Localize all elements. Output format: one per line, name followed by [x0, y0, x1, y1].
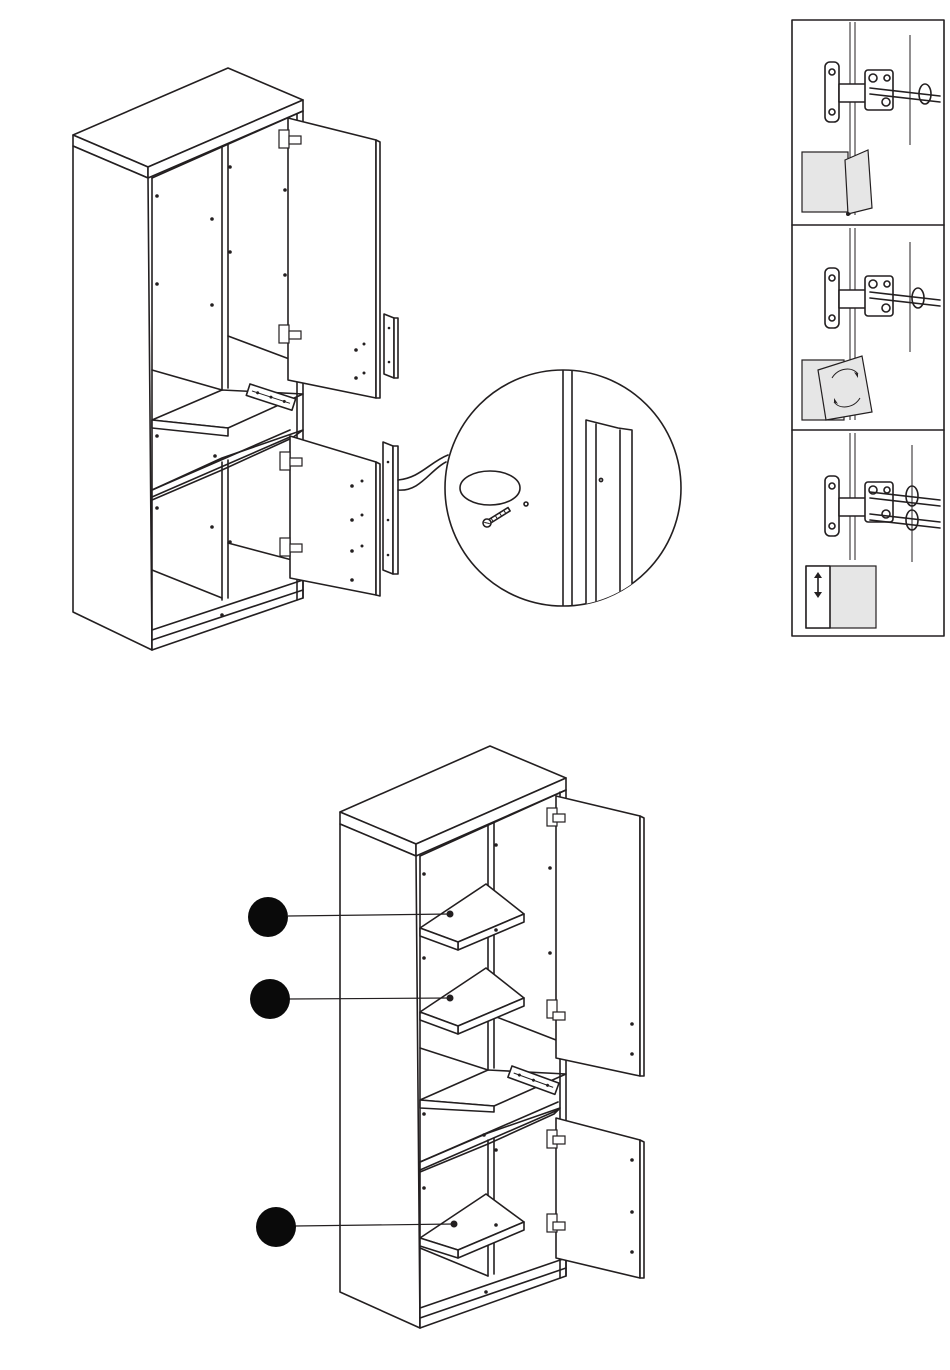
screw-hole-ellipse: [460, 471, 520, 505]
detail-zoom-circle: [445, 370, 681, 620]
cabinet-step-a: [73, 68, 448, 650]
callout-marker-3: [256, 1207, 296, 1247]
depth-box-icon: [802, 152, 848, 212]
door-handle-upper: [384, 314, 398, 378]
adjustment-panel-frame: [792, 20, 944, 636]
cabinet-b-left-side: [340, 824, 420, 1328]
adjustable-shelf-2: [420, 968, 524, 1034]
lower-door-b: [556, 1118, 640, 1278]
hinge-adjustment-panels: [792, 20, 944, 636]
cabinet-step-b: [248, 746, 644, 1328]
callout-marker-2: [250, 979, 290, 1019]
callout-marker-1: [248, 897, 288, 937]
adjustable-shelf-1: [420, 884, 524, 950]
handle-closeup: [586, 420, 632, 620]
cabinet-left-side: [73, 146, 152, 650]
door-handle-lower: [383, 442, 398, 574]
upper-door-b: [556, 796, 640, 1076]
adjustable-shelf-3: [420, 1194, 524, 1258]
upper-door: [288, 118, 376, 398]
